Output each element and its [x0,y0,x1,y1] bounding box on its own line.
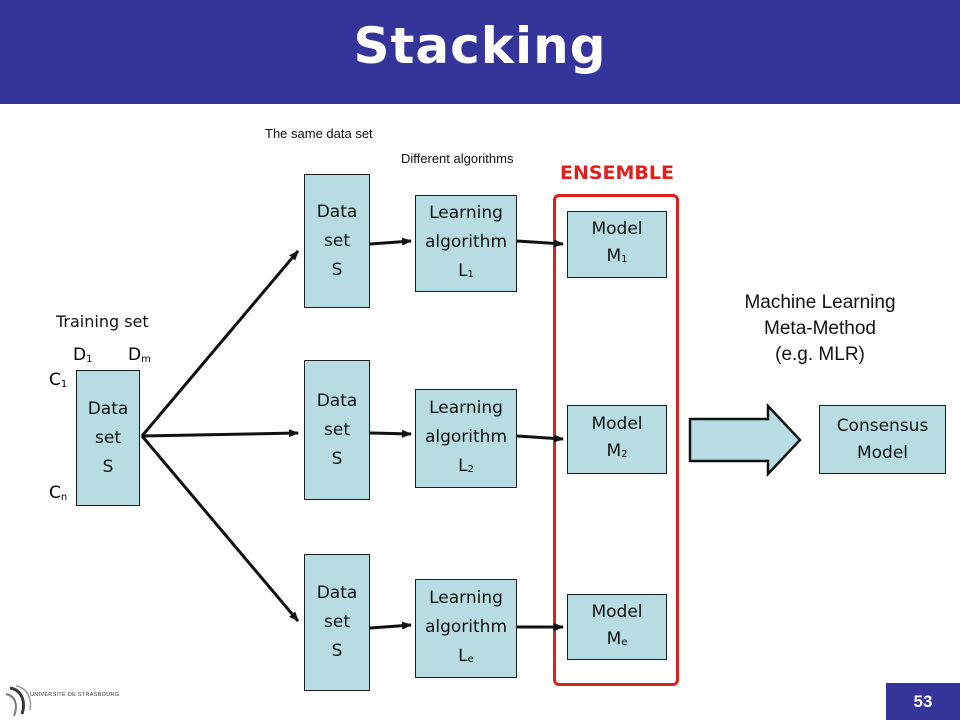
meta-line: Meta-Method [764,318,876,339]
page-number: 53 [886,683,960,720]
box-line: S [102,456,114,477]
box-line: Data [316,390,358,411]
model-id: Me [606,628,628,649]
box-line: Data [316,583,358,603]
dataset-box-2: Data set S [304,360,370,500]
model-id: M2 [606,441,628,461]
cn-label: Cn [49,483,68,503]
algorithm-id: L1 [458,260,474,281]
same-data-annotation: The same data set [265,126,373,141]
algorithm-id: Le [458,645,474,666]
meta-method-label: Machine Learning Meta-Method (e.g. MLR) [712,290,928,368]
model-box-3: Model Me [567,594,667,660]
dataset-to-algorithm-arrow-1 [369,237,412,246]
learning-algorithm-box-1: Learning algorithm L1 [415,195,517,292]
different-algorithms-annotation: Different algorithms [401,151,514,166]
model-box-2: Model M2 [567,405,667,474]
fan-arrow-top [140,250,300,437]
box-line: Data [87,398,129,419]
box-line: S [331,448,343,469]
meta-line: (e.g. MLR) [775,344,865,365]
ensemble-label: ENSEMBLE [559,162,675,184]
title-bar [0,0,960,104]
university-logo [5,685,32,717]
box-line: set [324,230,350,251]
box-line: set [95,427,121,448]
dataset-box-3: Data set S [304,554,370,691]
box-line: S [331,641,343,661]
box-line: Learning [429,587,503,608]
algorithm-to-model-arrow-1 [516,239,564,248]
model-id: M1 [606,246,628,266]
dm-label: Dm [128,345,151,365]
box-line: Model [591,601,643,622]
box-line: algorithm [424,616,508,637]
algorithm-to-model-arrow-2 [516,434,564,443]
university-logo-text: UNIVERSITÉ DE STRASBOURG [30,692,120,698]
dataset-to-algorithm-arrow-3 [369,621,412,630]
box-line: set [324,419,350,440]
slide-title: Stacking [353,17,607,75]
box-line: Model [591,219,643,239]
box-line: set [324,612,350,632]
box-line: Data [316,201,358,222]
box-line: S [331,259,343,280]
model-box-1: Model M1 [567,211,667,278]
box-line: algorithm [424,426,508,447]
box-line: Learning [429,202,503,223]
learning-algorithm-box-2: Learning algorithm L2 [415,389,517,488]
block-arrow [688,402,802,478]
training-dataset-box: Data set S [76,370,140,506]
fan-arrow-bottom [140,435,300,622]
box-line: Learning [429,397,503,418]
fan-arrow-middle [141,429,299,438]
dataset-box-1: Data set S [304,174,370,308]
algorithm-id: L2 [458,455,474,476]
box-line: Model [591,414,643,434]
box-line: Model [856,442,909,463]
meta-line: Machine Learning [744,292,896,313]
learning-algorithm-box-3: Learning algorithm Le [415,579,517,678]
box-line: Consensus [836,415,929,436]
c1-label: C1 [49,370,68,390]
consensus-model-box: Consensus Model [819,405,946,474]
d1-label: D1 [73,345,93,365]
box-line: algorithm [424,231,508,252]
dataset-to-algorithm-arrow-2 [369,429,412,438]
training-set-label: Training set [56,312,149,331]
